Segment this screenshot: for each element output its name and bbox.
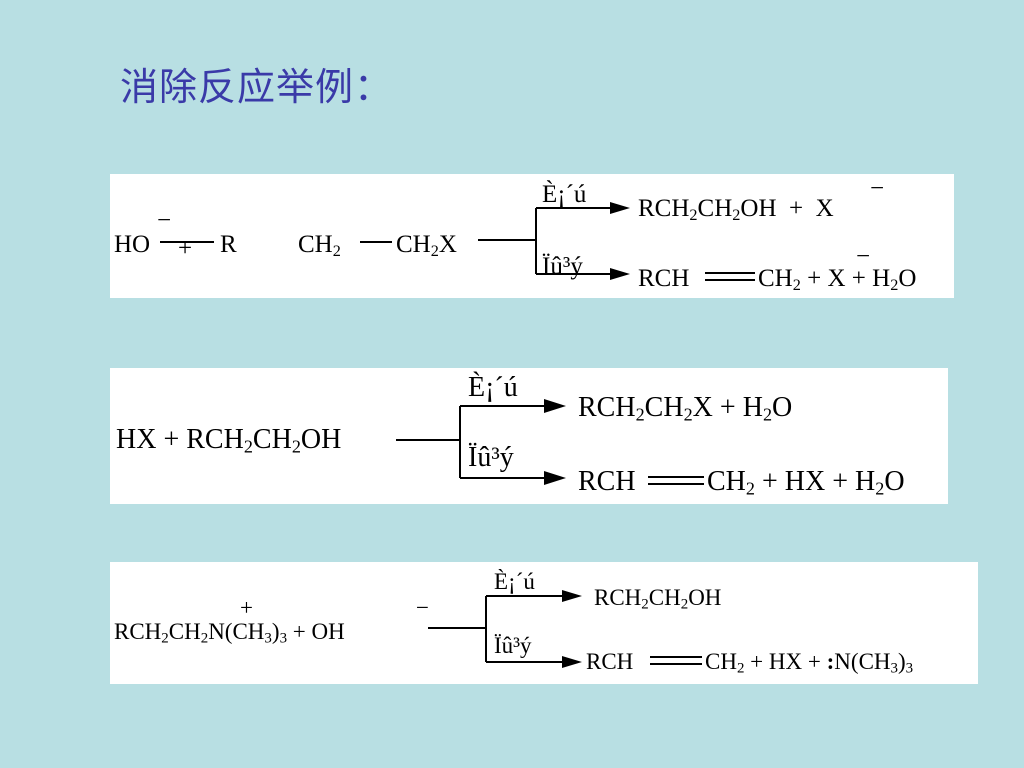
ch2x-group: CH2X <box>396 231 457 261</box>
product-elimination: CH2 + X + H2O <box>758 265 917 295</box>
reaction-2-lines <box>396 399 704 485</box>
alkene-rch: RCH <box>638 265 690 292</box>
charge-minus: − <box>157 207 172 234</box>
condition-substitution: È¡´ú <box>494 569 535 594</box>
reactant-hydroxide: HO <box>114 231 151 258</box>
reactants: HX + RCH2CH2OH <box>116 424 342 457</box>
product-substitution: RCH2CH2OH + X <box>638 195 834 225</box>
charge-minus: − <box>416 595 429 620</box>
condition-substitution: È¡´ú <box>468 372 518 403</box>
reactants: RCH2CH2N(CH3)3 + OH <box>114 619 345 647</box>
charge-minus-halide: − <box>870 175 885 202</box>
reaction-3-panel: RCH2CH2N(CH3)3 + OH + − È¡´ú Ïû³ý RCH2CH… <box>110 562 978 684</box>
alkene-rch: RCH <box>586 649 634 674</box>
product-substitution: RCH2CH2OH <box>594 585 722 613</box>
page-title: 消除反应举例： <box>120 65 394 109</box>
condition-elimination: Ïû³ý <box>468 442 514 473</box>
reaction-1-lines <box>160 202 755 281</box>
plus-sign: + <box>178 235 193 262</box>
product-elimination: CH2 + HX + H2O <box>707 466 905 499</box>
condition-elimination: Ïû³ý <box>494 633 532 658</box>
reaction-1-panel: HO − + R CH2 CH2X È¡´ú Ïû³ý RCH2CH2OH + … <box>110 174 954 298</box>
reaction-3-lines <box>428 590 702 668</box>
charge-plus: + <box>240 595 253 620</box>
r-group: R <box>220 231 237 258</box>
ch2-group: CH2 <box>298 231 341 261</box>
charge-minus-halide-2: − <box>856 243 871 270</box>
condition-elimination: Ïû³ý <box>542 253 583 280</box>
product-substitution: RCH2CH2X + H2O <box>578 392 793 425</box>
condition-substitution: È¡´ú <box>542 181 587 208</box>
reaction-2-panel: HX + RCH2CH2OH È¡´ú Ïû³ý RCH2CH2X + H2O … <box>110 368 948 504</box>
product-elimination: CH2 + HX + :N(CH3)3 <box>705 649 914 677</box>
alkene-rch: RCH <box>578 466 636 497</box>
